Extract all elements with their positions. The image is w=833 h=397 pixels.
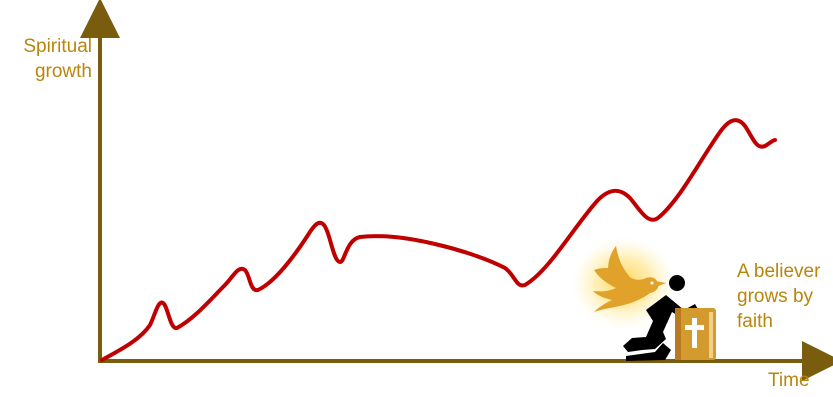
growth-curve	[100, 118, 777, 362]
caption-line-3: faith	[737, 311, 773, 332]
caption-line-1: A believer	[737, 261, 821, 282]
y-axis-label-line-1: Spiritual	[23, 36, 92, 57]
dove-icon	[593, 246, 666, 312]
caption: A believer grows by faith	[737, 259, 820, 334]
y-axis-label: Spiritual growth	[0, 34, 92, 84]
bible-icon	[675, 308, 716, 360]
y-axis-label-line-2: growth	[34, 61, 92, 82]
x-axis-label: Time	[768, 370, 810, 391]
caption-line-2: grows by	[737, 286, 814, 307]
